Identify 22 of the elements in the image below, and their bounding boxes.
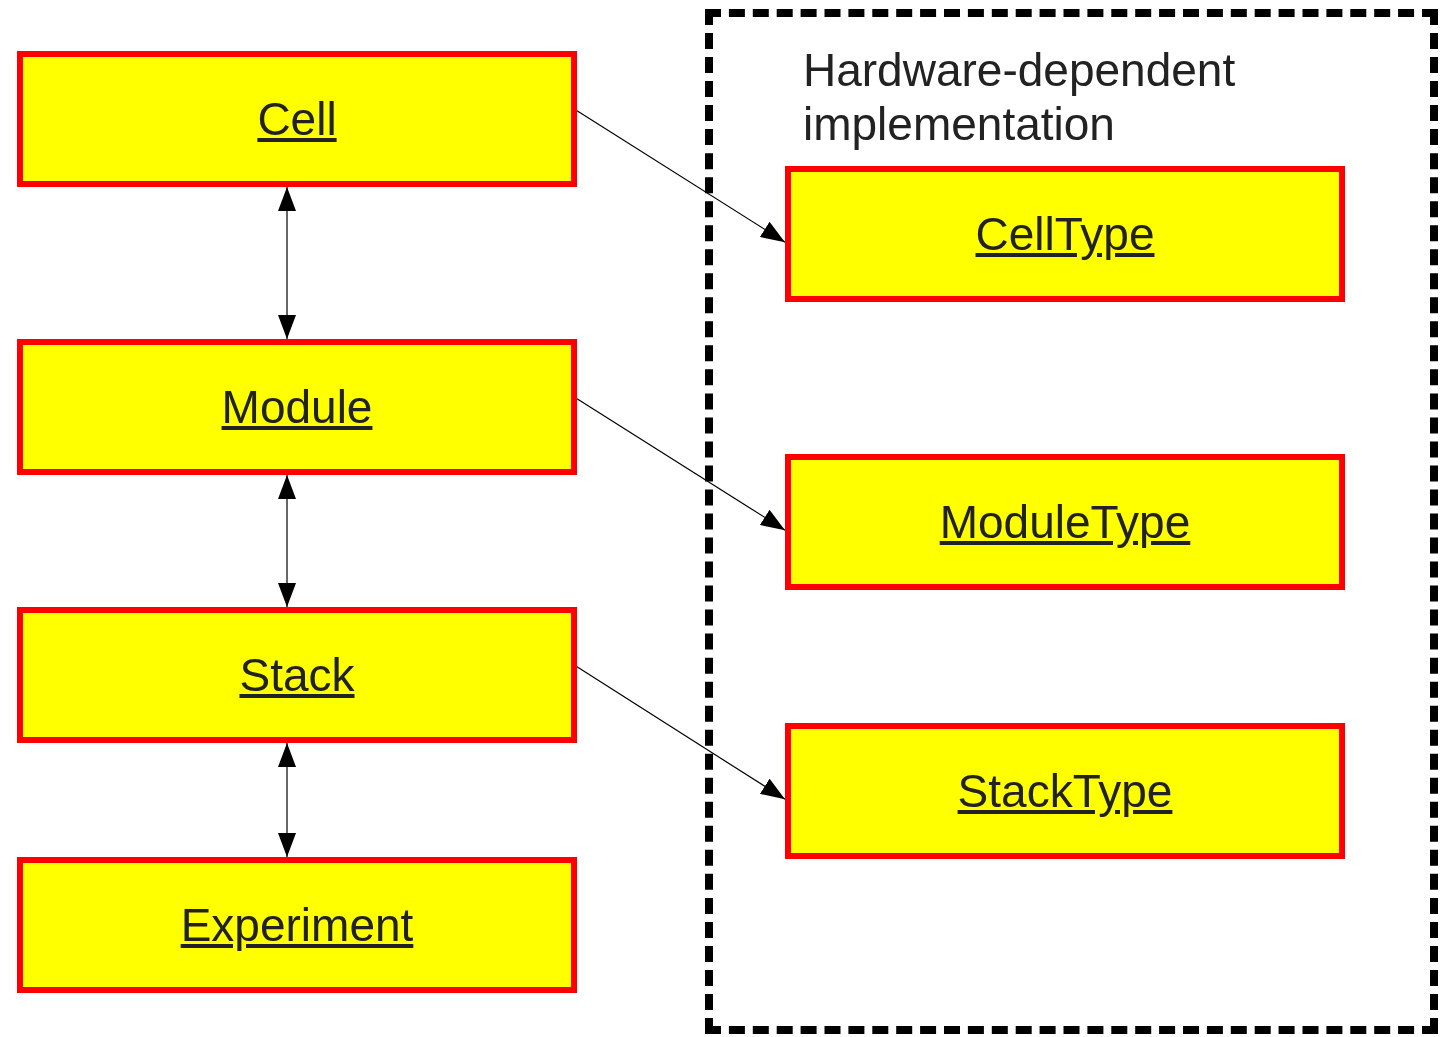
class-box — [17, 339, 577, 475]
class-name: ModuleType — [939, 495, 1191, 549]
class-name: StackType — [957, 764, 1173, 818]
group-heading: Hardware-dependent implementation — [803, 43, 1237, 151]
arrow — [278, 742, 296, 858]
class-box — [785, 166, 1345, 302]
class-name: Module — [221, 380, 373, 434]
class-name: Stack — [239, 648, 355, 702]
class-box — [17, 51, 577, 187]
class-name: Experiment — [180, 898, 414, 952]
arrow — [278, 474, 296, 608]
class-name: CellType — [975, 207, 1155, 261]
class-box — [785, 454, 1345, 590]
arrow — [576, 666, 786, 800]
class-box — [17, 857, 577, 993]
class-box — [785, 723, 1345, 859]
arrow — [576, 110, 786, 243]
class-name: Cell — [257, 92, 337, 146]
arrow — [576, 398, 786, 531]
dashed-group-box — [705, 9, 1438, 1034]
class-box — [17, 607, 577, 743]
arrow — [278, 186, 296, 340]
